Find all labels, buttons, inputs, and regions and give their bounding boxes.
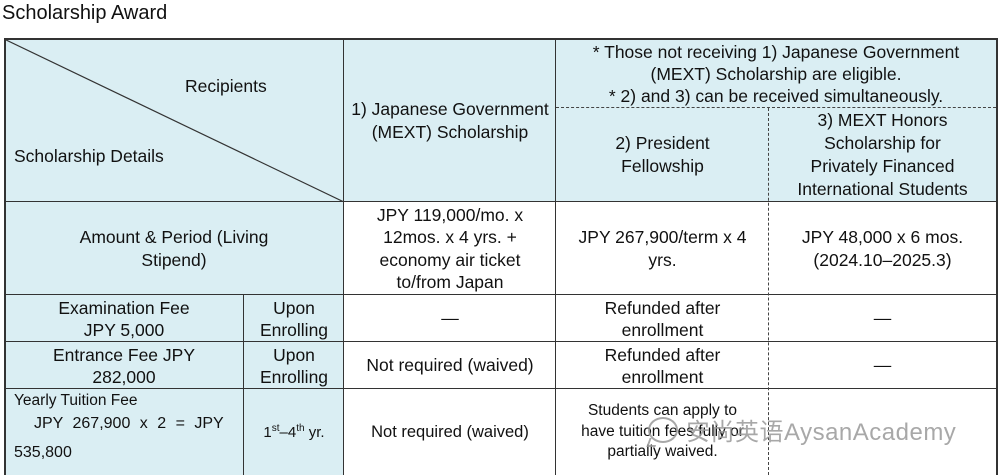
entrance-timing-cell: Upon Enrolling (244, 342, 344, 389)
row-divider (4, 341, 997, 343)
exam-mext-value: — (441, 308, 459, 328)
column-divider (243, 294, 245, 475)
header-recipients-label: Recipients (185, 76, 267, 96)
tuition-label-line3: 535,800 (14, 444, 72, 461)
header-note-cell: * Those not receiving 1) Japanese Govern… (556, 39, 996, 108)
entrance-president-cell: Refunded after enrollment (556, 342, 769, 389)
tuition-label-line2: JPY 267,900 x 2 = JPY (34, 415, 224, 432)
exam-label-cell: Examination Fee JPY 5,000 (4, 295, 244, 342)
column-divider (343, 38, 345, 475)
page-title: Scholarship Award (2, 2, 168, 24)
header-note-line2: (MEXT) Scholarship are eligible. (650, 63, 902, 84)
tuition-mext-cell: Not required (waived) (344, 389, 556, 475)
header-mext-label: 1) Japanese Government (MEXT) Scholarshi… (351, 98, 549, 142)
exam-honors-value: — (873, 308, 892, 328)
header-note-line1: * Those not receiving 1) Japanese Govern… (592, 41, 960, 62)
row-divider (4, 388, 997, 390)
header-president-cell: 2) President Fellowship (556, 108, 769, 202)
tuition-mext-value: Not required (waived) (371, 422, 529, 441)
amount-label-cell: Amount & Period (Living Stipend) (4, 202, 344, 295)
header-mext-cell: 1) Japanese Government (MEXT) Scholarshi… (344, 39, 556, 202)
watermark: 安尚英语AysanAcademy (648, 412, 956, 447)
amount-honors-cell: JPY 48,000 x 6 mos. (2024.10–2025.3) (769, 202, 996, 295)
entrance-label: Entrance Fee JPY 282,000 (52, 344, 196, 387)
amount-label: Amount & Period (Living Stipend) (79, 226, 269, 270)
table-top-border (4, 38, 997, 40)
corner-diagonal-line (4, 39, 344, 202)
table-left-border (4, 38, 6, 475)
exam-label: Examination Fee JPY 5,000 (58, 297, 190, 340)
exam-president-cell: Refunded after enrollment (556, 295, 769, 342)
header-dashed-divider (556, 107, 996, 108)
exam-timing: Upon Enrolling (259, 297, 329, 340)
watermark-text: 安尚英语AysanAcademy (686, 419, 957, 446)
entrance-honors-value: — (873, 355, 892, 375)
entrance-timing: Upon Enrolling (259, 344, 329, 387)
exam-timing-cell: Upon Enrolling (244, 295, 344, 342)
amount-mext-cell: JPY 119,000/mo. x 12mos. x 4 yrs. + econ… (344, 202, 556, 295)
tuition-timing: 1st–4th yr. (263, 422, 325, 441)
header-details-label: Scholarship Details (14, 146, 164, 166)
entrance-president-value: Refunded after enrollment (604, 344, 721, 387)
entrance-label-cell: Entrance Fee JPY 282,000 (4, 342, 244, 389)
exam-mext-cell: — (344, 295, 556, 342)
amount-honors-value: JPY 48,000 x 6 mos. (2024.10–2025.3) (801, 226, 964, 270)
amount-mext-value: JPY 119,000/mo. x 12mos. x 4 yrs. + econ… (376, 204, 524, 293)
exam-president-value: Refunded after enrollment (604, 297, 721, 340)
tuition-label-cell (4, 389, 244, 475)
entrance-honors-cell: — (769, 342, 996, 389)
column-divider (555, 38, 557, 475)
column-dashed-divider (768, 108, 769, 475)
wechat-icon (648, 416, 678, 443)
amount-president-cell: JPY 267,900/term x 4 yrs. (556, 202, 769, 295)
amount-president-value: JPY 267,900/term x 4 yrs. (578, 226, 747, 270)
tuition-timing-cell: 1st–4th yr. (244, 389, 344, 475)
header-honors-cell: 3) MEXT Honors Scholarship for Privately… (769, 108, 996, 202)
entrance-mext-cell: Not required (waived) (344, 342, 556, 389)
exam-honors-cell: — (769, 295, 996, 342)
table-right-border (996, 38, 998, 475)
tuition-label-line1: Yearly Tuition Fee (14, 392, 138, 409)
row-divider (4, 294, 997, 296)
row-divider (4, 201, 997, 203)
header-president-label: 2) President Fellowship (615, 133, 710, 176)
entrance-mext-value: Not required (waived) (366, 355, 534, 375)
header-note-line3: * 2) and 3) can be received simultaneous… (608, 85, 944, 106)
header-honors-label: 3) MEXT Honors Scholarship for Privately… (797, 110, 968, 199)
